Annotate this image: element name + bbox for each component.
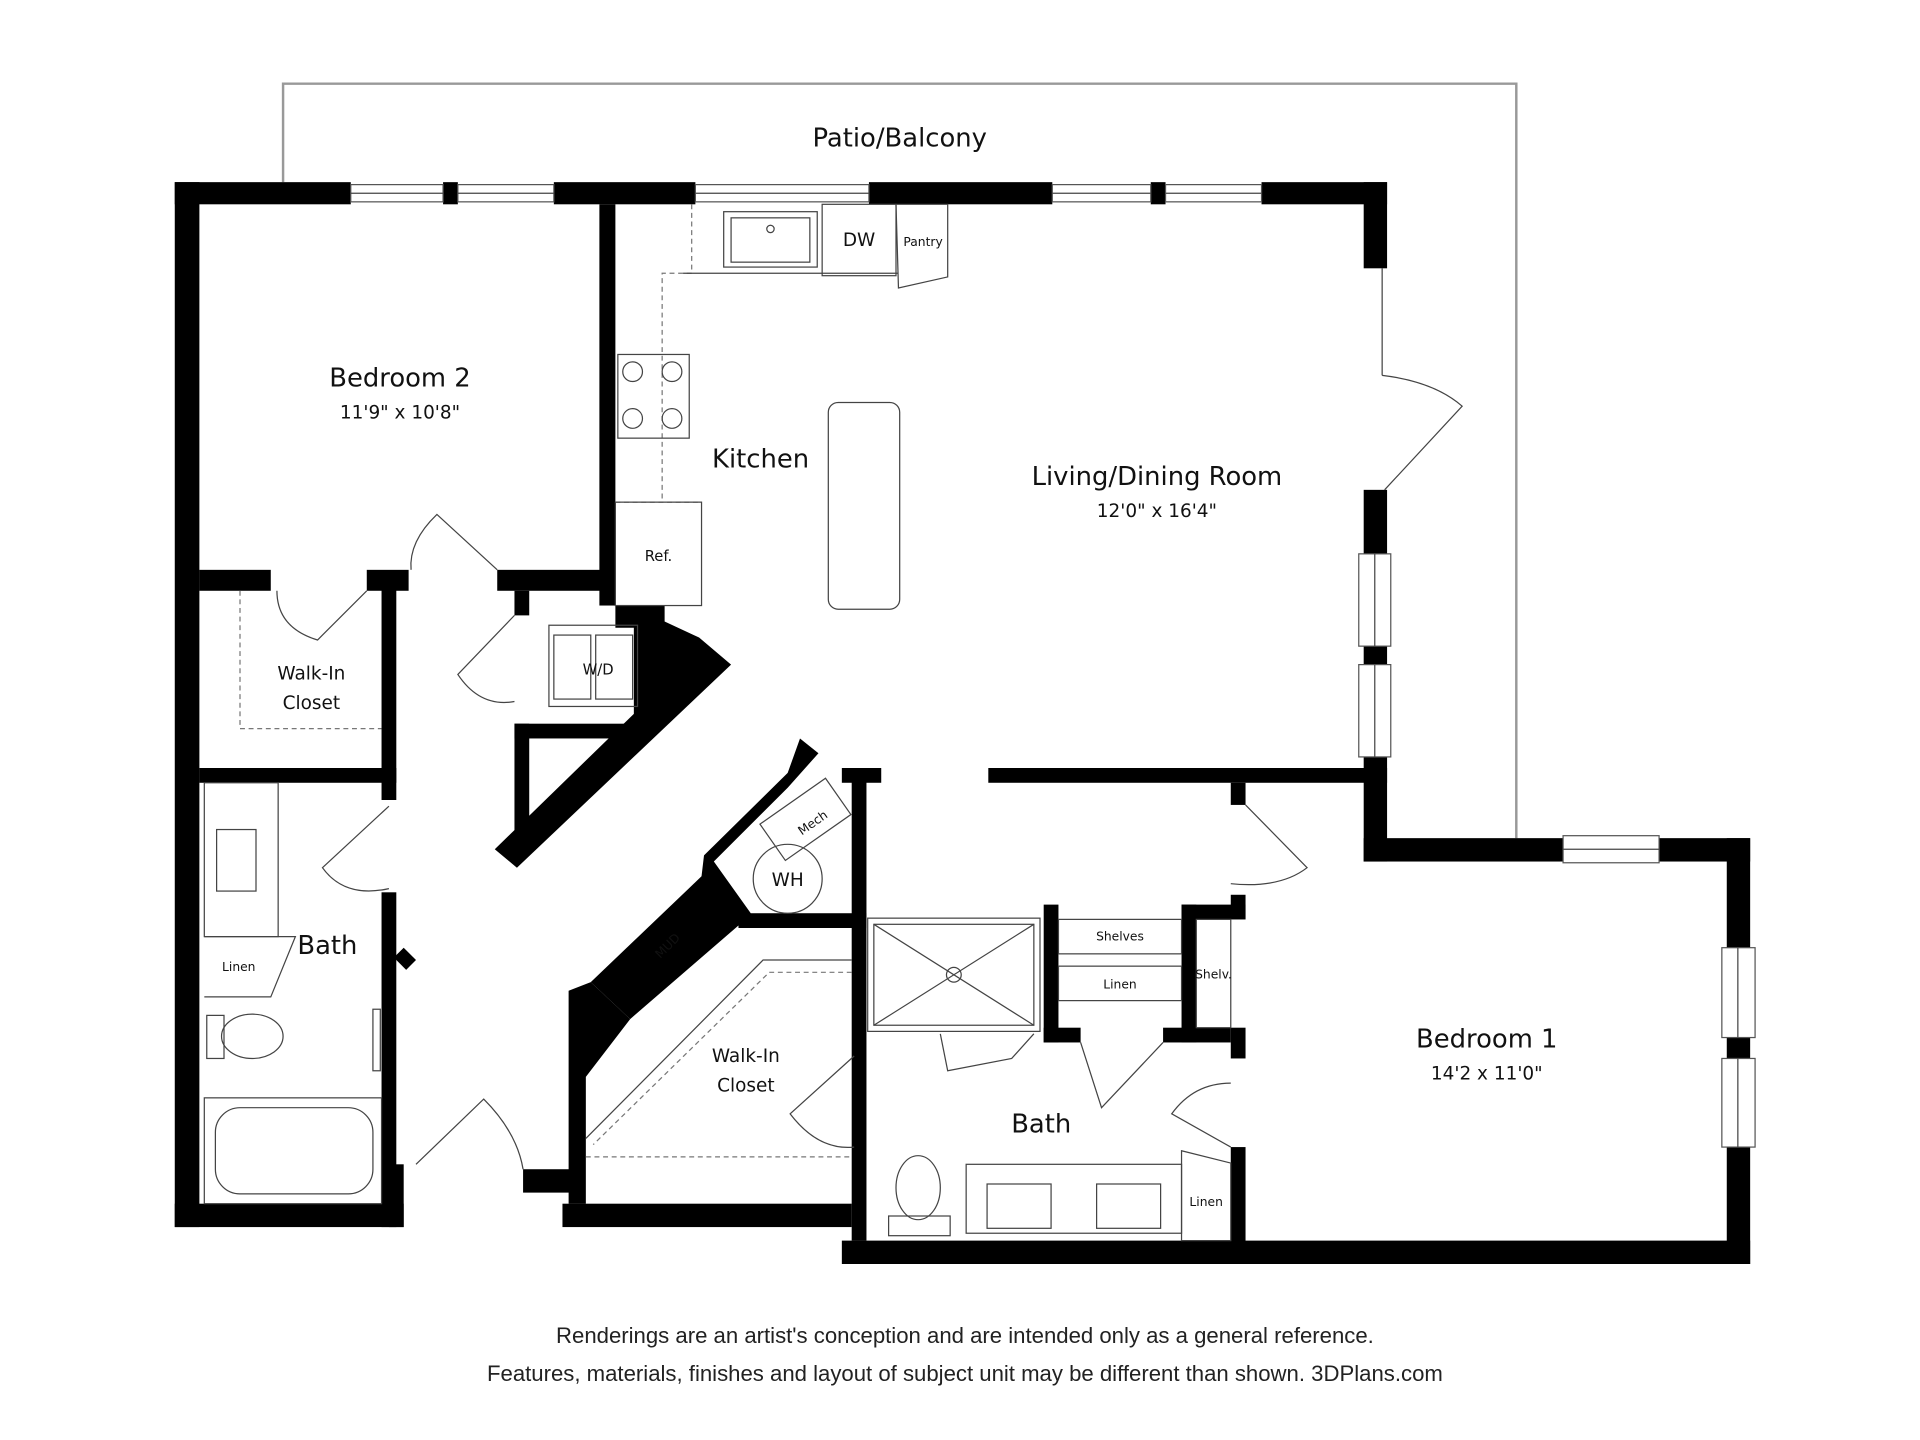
kitchen-sink (723, 211, 818, 268)
living-name: Living/Dining Room (1032, 462, 1283, 492)
shelves-label: Shelves (1096, 929, 1144, 943)
walls (174, 182, 1751, 1264)
patio-label: Patio/Balcony (812, 123, 986, 153)
fixtures (203, 203, 1232, 1242)
mech-label: Mech (795, 808, 830, 838)
doors (276, 268, 1464, 1170)
water-heater (752, 843, 823, 914)
stove (617, 353, 690, 439)
closet1-line1: Walk-In (277, 663, 345, 684)
ref-label: Ref. (645, 548, 672, 565)
linen-hall-label: Linen (1103, 977, 1136, 991)
wd-label: W/D (583, 661, 614, 678)
closet2-line1: Walk-In (712, 1046, 780, 1067)
room-labels: Bedroom 2 11'9" x 10'8" Kitchen Living/D… (277, 363, 1557, 1139)
living-dims: 12'0" x 16'4" (1097, 501, 1217, 522)
bedroom1-name: Bedroom 1 (1416, 1024, 1557, 1054)
kitchen-island (827, 401, 901, 610)
shelv-label: Shelv. (1195, 967, 1232, 981)
linen-bath1-label: Linen (1189, 1195, 1222, 1209)
closet1-line2: Closet (283, 693, 341, 714)
patio-outline (281, 82, 1518, 839)
wh-label: WH (772, 870, 804, 891)
disclaimer-line1: Renderings are an artist's conception an… (556, 1323, 1374, 1348)
bedroom2-name: Bedroom 2 (329, 363, 470, 393)
closet2-line2: Closet (717, 1076, 775, 1097)
disclaimer-line2: Features, materials, finishes and layout… (487, 1361, 1443, 1386)
pantry-label: Pantry (903, 235, 942, 249)
bath2-name: Bath (297, 931, 357, 961)
linen-bath2-label: Linen (222, 960, 255, 974)
bedroom1-dims: 14'2 x 11'0" (1431, 1063, 1543, 1084)
bath1-name: Bath (1011, 1109, 1071, 1139)
kitchen-name: Kitchen (712, 445, 809, 475)
windows (350, 184, 1756, 1148)
dw-label: DW (843, 230, 875, 251)
bedroom2-dims: 11'9" x 10'8" (340, 402, 460, 423)
